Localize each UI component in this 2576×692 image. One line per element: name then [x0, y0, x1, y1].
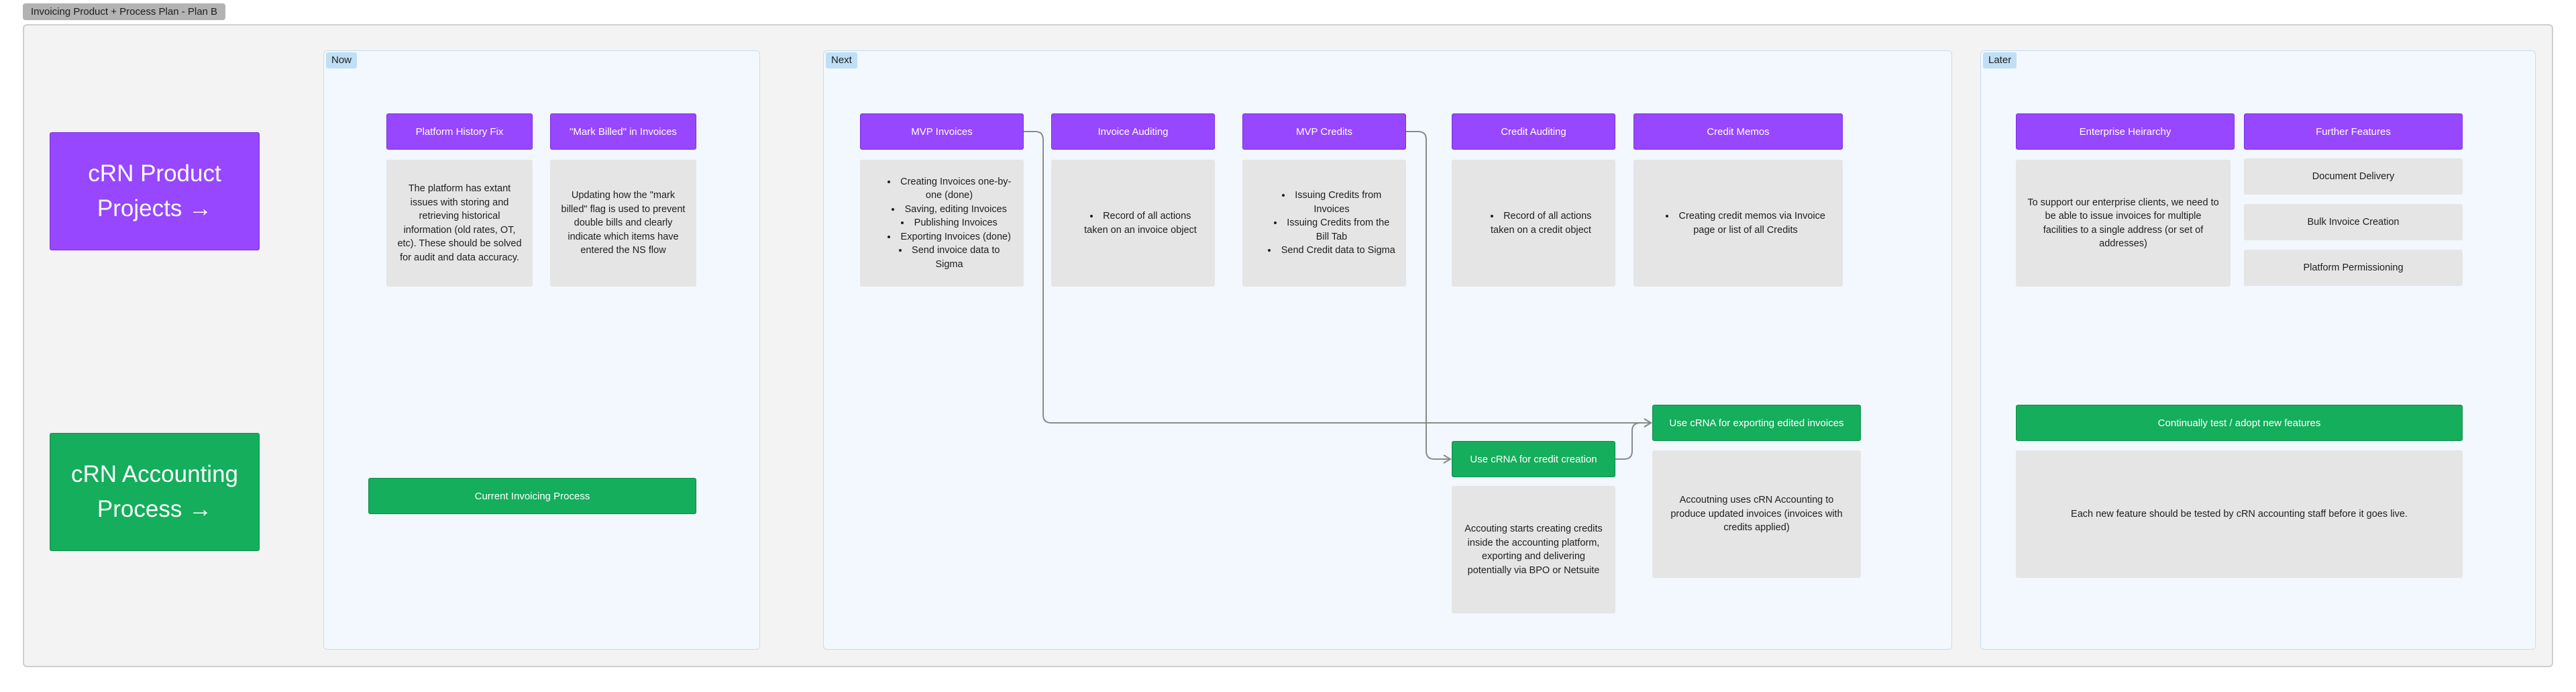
credit-memos-note[interactable]: Creating credit memos via Invoice page o… — [1633, 160, 1843, 287]
lane-product-label: cRN Product Projects → — [88, 160, 221, 221]
platform-history-fix-text: The platform has extant issues with stor… — [397, 183, 522, 263]
list-item: Issuing Credits from Invoices — [1268, 189, 1395, 216]
credit-memos-list: Creating credit memos via Invoice page o… — [1644, 209, 1832, 237]
lane-product-projects[interactable]: cRN Product Projects → — [50, 132, 260, 250]
credit-creation-header[interactable]: Use cRNA for credit creation — [1452, 441, 1615, 477]
mvp-credits-note[interactable]: Issuing Credits from Invoices Issuing Cr… — [1242, 160, 1406, 287]
mvp-invoices-note[interactable]: Creating Invoices one-by-one (done) Savi… — [860, 160, 1024, 287]
platform-permissioning-note[interactable]: Platform Permissioning — [2244, 250, 2463, 286]
list-item: Creating credit memos via Invoice page o… — [1659, 209, 1832, 237]
list-item: Record of all actions taken on an invoic… — [1077, 209, 1204, 237]
invoice-auditing-header[interactable]: Invoice Auditing — [1051, 113, 1215, 150]
continual-testing-text: Each new feature should be tested by cRN… — [2071, 508, 2408, 520]
document-delivery-text: Document Delivery — [2312, 170, 2395, 182]
mark-billed-note[interactable]: Updating how the "mark billed" flag is u… — [550, 160, 696, 287]
list-item: Exporting Invoices (done) — [885, 230, 1013, 244]
credit-creation-note[interactable]: Accouting starts creating credits inside… — [1452, 486, 1615, 613]
exporting-edited-header[interactable]: Use cRNA for exporting edited invoices — [1652, 405, 1861, 441]
continual-testing-note[interactable]: Each new feature should be tested by cRN… — [2016, 450, 2463, 578]
further-features-header[interactable]: Further Features — [2244, 113, 2463, 150]
list-item: Publishing Invoices — [885, 216, 1013, 230]
section-next-tag: Next — [826, 52, 857, 68]
list-item: Record of all actions taken on a credit … — [1477, 209, 1605, 237]
credit-auditing-header[interactable]: Credit Auditing — [1452, 113, 1615, 150]
exporting-edited-text: Accoutning uses cRN Accounting to produc… — [1670, 495, 1843, 534]
mark-billed-header[interactable]: "Mark Billed" in Invoices — [550, 113, 696, 150]
credit-auditing-list: Record of all actions taken on a credit … — [1462, 209, 1605, 237]
mvp-invoices-header[interactable]: MVP Invoices — [860, 113, 1024, 150]
section-later-tag: Later — [1983, 52, 2017, 68]
current-invoicing-process[interactable]: Current Invoicing Process — [368, 478, 696, 514]
continual-testing-header[interactable]: Continually test / adopt new features — [2016, 405, 2463, 441]
lane-accounting-label: cRN Accounting Process → — [70, 461, 239, 522]
document-delivery-note[interactable]: Document Delivery — [2244, 158, 2463, 195]
platform-history-fix-note[interactable]: The platform has extant issues with stor… — [386, 160, 533, 287]
exporting-edited-note[interactable]: Accoutning uses cRN Accounting to produc… — [1652, 450, 1861, 578]
bulk-invoice-creation-note[interactable]: Bulk Invoice Creation — [2244, 204, 2463, 240]
section-now — [323, 50, 760, 650]
invoice-auditing-note[interactable]: Record of all actions taken on an invoic… — [1051, 160, 1215, 287]
list-item: Send Credit data to Sigma — [1268, 244, 1395, 258]
mvp-credits-list: Issuing Credits from Invoices Issuing Cr… — [1253, 189, 1395, 258]
section-now-tag: Now — [326, 52, 358, 68]
list-item: Creating Invoices one-by-one (done) — [885, 175, 1013, 203]
credit-auditing-note[interactable]: Record of all actions taken on a credit … — [1452, 160, 1615, 287]
platform-permissioning-text: Platform Permissioning — [2303, 262, 2404, 273]
list-item: Saving, editing Invoices — [885, 203, 1013, 217]
mvp-credits-header[interactable]: MVP Credits — [1242, 113, 1406, 150]
invoice-auditing-list: Record of all actions taken on an invoic… — [1062, 209, 1204, 237]
mvp-invoices-list: Creating Invoices one-by-one (done) Savi… — [871, 175, 1013, 272]
platform-history-fix-header[interactable]: Platform History Fix — [386, 113, 533, 150]
lane-accounting-process[interactable]: cRN Accounting Process → — [50, 433, 260, 551]
credit-memos-header[interactable]: Credit Memos — [1633, 113, 1843, 150]
list-item: Issuing Credits from the Bill Tab — [1268, 216, 1395, 244]
enterprise-hierarchy-text: To support our enterprise clients, we ne… — [2027, 197, 2219, 250]
list-item: Send invoice data to Sigma — [885, 244, 1013, 271]
enterprise-hierarchy-note[interactable]: To support our enterprise clients, we ne… — [2016, 160, 2231, 287]
credit-creation-text: Accouting starts creating credits inside… — [1464, 524, 1603, 576]
bulk-invoice-creation-text: Bulk Invoice Creation — [2307, 216, 2400, 228]
frame-title[interactable]: Invoicing Product + Process Plan - Plan … — [23, 3, 226, 20]
mark-billed-text: Updating how the "mark billed" flag is u… — [561, 190, 686, 256]
enterprise-hierarchy-header[interactable]: Enterprise Heirarchy — [2016, 113, 2235, 150]
